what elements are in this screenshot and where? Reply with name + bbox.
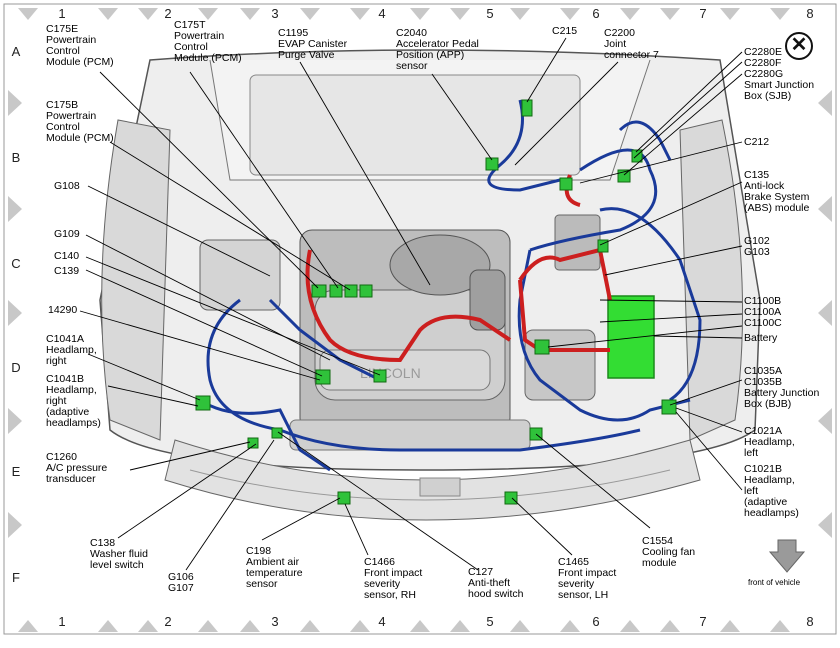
label-c212: C212 (744, 136, 770, 148)
down-arrow-icon (768, 539, 806, 573)
label-c140: C140 (54, 250, 80, 262)
column-number-2-bottom: 2 (164, 614, 172, 629)
label-c2200: C2200 Joint connector 7 (604, 27, 659, 61)
label-c1041b: C1041B Headlamp, right (adaptive headlam… (46, 373, 101, 429)
label-c1035: C1035A C1035B Battery Junction Box (BJB) (744, 365, 820, 410)
column-number-8-bottom: 8 (806, 614, 814, 629)
column-number-7: 7 (699, 6, 707, 21)
column-number-6: 6 (592, 6, 600, 21)
battery-cables (305, 174, 612, 363)
label-c139: C139 (54, 265, 80, 277)
label-14290: 14290 (48, 304, 78, 316)
column-number-4: 4 (378, 6, 386, 21)
leader-lines (79, 37, 743, 571)
label-g106: G106 G107 (168, 571, 194, 594)
row-letter-d: D (11, 360, 21, 375)
column-number-7-bottom: 7 (699, 614, 707, 629)
label-c135: C135 Anti-lock Brake System (ABS) module (744, 169, 810, 214)
diagram-frame (3, 3, 837, 635)
label-c215: C215 (552, 25, 578, 37)
column-number-1: 1 (58, 6, 66, 21)
label-c1021a: C1021A Headlamp, left (744, 425, 795, 459)
label-c127: C127 Anti-theft hood switch (468, 566, 524, 600)
label-c138: C138 Washer fluid level switch (90, 537, 148, 571)
label-c1466: C1466 Front impact severity sensor, RH (364, 556, 423, 601)
label-c2040: C2040 Accelerator Pedal Position (APP) s… (396, 27, 479, 72)
label-c1100: C1100B C1100A C1100C (744, 295, 782, 329)
label-c175b: C175B Powertrain Control Module (PCM) (46, 99, 114, 144)
column-number-8: 8 (806, 6, 814, 21)
close-icon[interactable]: ✕ (785, 32, 813, 60)
column-number-3-bottom: 3 (271, 614, 279, 629)
label-g109: G109 (54, 228, 80, 240)
row-letter-b: B (11, 150, 21, 165)
column-number-5-bottom: 5 (486, 614, 494, 629)
row-letter-a: A (11, 44, 21, 59)
label-battery: Battery (744, 332, 778, 344)
label-c198: C198 Ambient air temperature sensor (246, 545, 303, 590)
column-number-3: 3 (271, 6, 279, 21)
label-c175e: C175E Powertrain Control Module (PCM) (46, 23, 114, 68)
label-g102: G102 G103 (744, 235, 770, 258)
label-g108: G108 (54, 180, 80, 192)
column-number-5: 5 (486, 6, 494, 21)
column-number-6-bottom: 6 (592, 614, 600, 629)
row-letter-e: E (11, 464, 21, 479)
battery-shape (607, 295, 655, 379)
label-c1554: C1554 Cooling fan module (642, 535, 696, 569)
label-c2280: C2280E C2280F C2280G Smart Junction Box … (744, 46, 815, 102)
column-number-1-bottom: 1 (58, 614, 66, 629)
label-c1021b: C1021B Headlamp, left (adaptive headlamp… (744, 463, 799, 519)
label-c1465: C1465 Front impact severity sensor, LH (558, 556, 617, 601)
row-letter-c: C (11, 256, 21, 271)
label-c1195: C1195 EVAP Canister Purge Valve (278, 27, 348, 61)
label-c1260: C1260 A/C pressure transducer (46, 451, 108, 485)
grid-markers (8, 8, 832, 632)
label-c1041a: C1041A Headlamp, right (46, 333, 97, 367)
row-letter-f: F (12, 570, 20, 585)
front-of-vehicle-label: front of vehicle (748, 578, 801, 587)
column-number-2: 2 (164, 6, 172, 21)
column-number-4-bottom: 4 (378, 614, 386, 629)
label-c175t: C175T Powertrain Control Module (PCM) (174, 19, 242, 64)
